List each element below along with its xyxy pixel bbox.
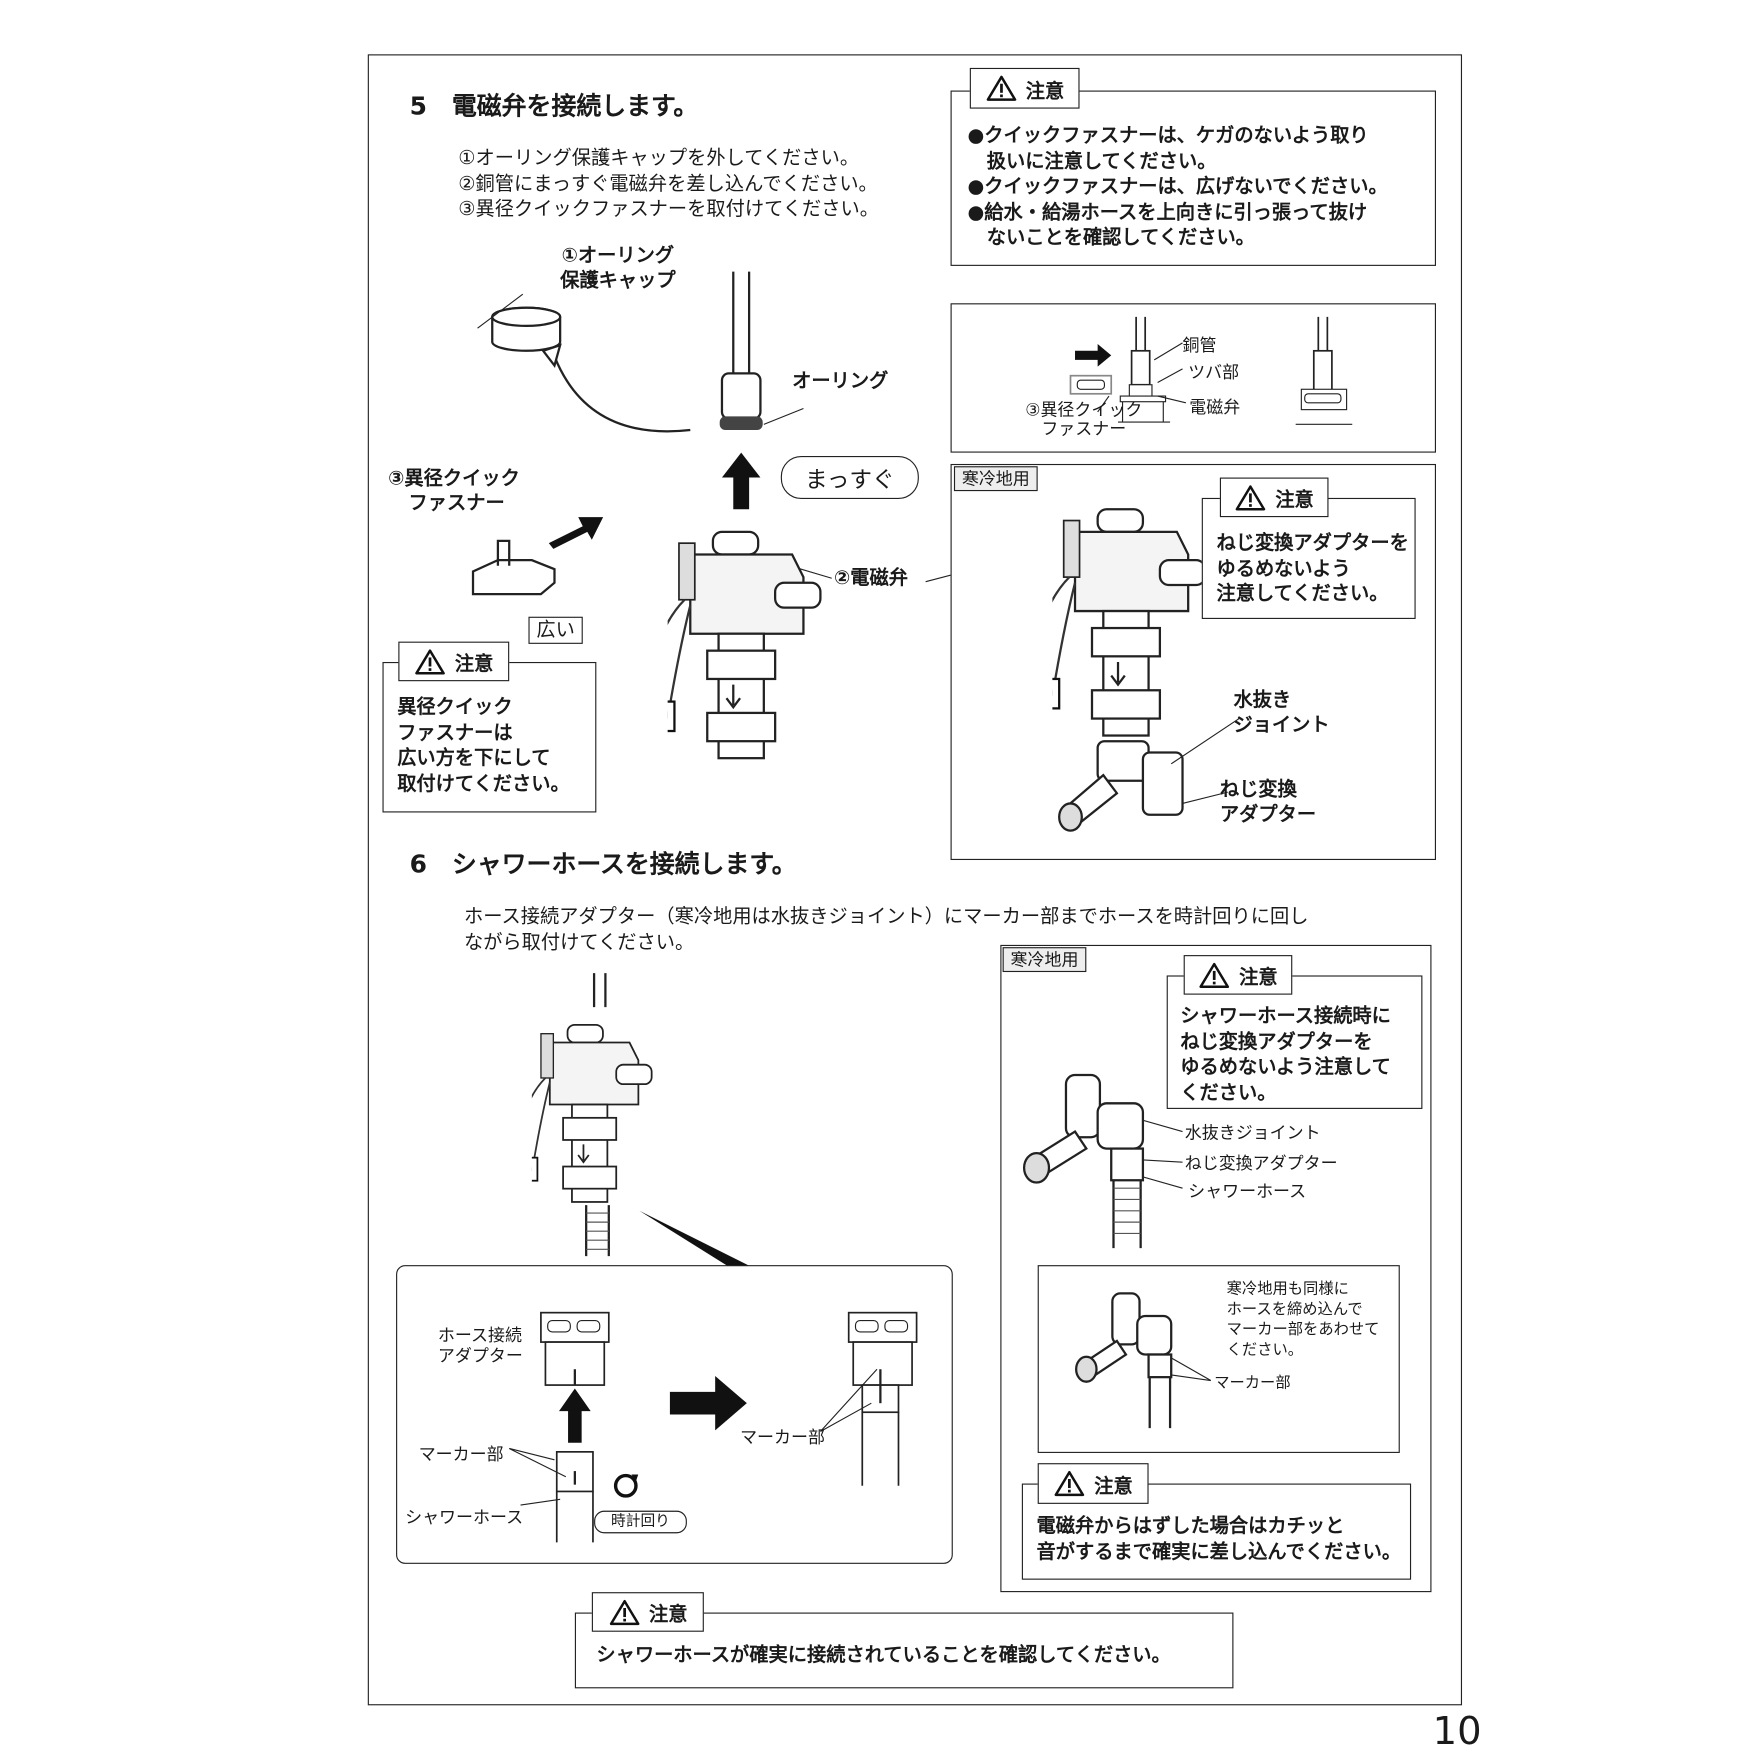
label-oring-cap: ①オーリング保護キャップ: [560, 244, 676, 292]
label-shower-hose: シャワーホース: [405, 1507, 524, 1528]
step5-heading: 5 電磁弁を接続します。: [409, 92, 699, 122]
instruction-2: ②銅管にまっすぐ電磁弁を差し込んでください。: [458, 172, 878, 196]
page-number: 10: [1432, 1708, 1482, 1754]
caution-tab: 注意: [1219, 477, 1329, 518]
cold-hose-illustration: [1022, 1073, 1183, 1249]
fastener-detail-illustration: [1069, 316, 1353, 425]
label-drain-joint-2: 水抜きジョイント: [1184, 1122, 1321, 1143]
caution-tab: 注意: [1183, 955, 1293, 995]
label-thread-adapter-2: ねじ変換アダプター: [1184, 1153, 1338, 1174]
cold-marker-illustration: [1075, 1292, 1212, 1429]
cold-note: 寒冷地用も同様にホースを締め込んでマーカー部をあわせてください。: [1226, 1279, 1380, 1360]
label-fastener-detail: ③異径クイックファスナー: [1025, 399, 1143, 440]
solenoid-valve-illustration: [471, 271, 832, 760]
label-hose-adapter: ホース接続アダプター: [437, 1325, 523, 1366]
quick-fastener: [471, 559, 556, 596]
caution-box-main: ●クイックファスナーは、ケガのないよう取り 扱いに注意してください。 ●クイック…: [950, 90, 1437, 266]
caution-tab: 注意: [969, 67, 1080, 109]
instruction-3: ③異径クイックファスナーを取付けてください。: [458, 198, 879, 221]
caution-tab: 注意: [1037, 1463, 1149, 1504]
warning-icon: [608, 1598, 640, 1625]
hose-valve-illustration: [531, 973, 753, 1268]
step6-heading: 6 シャワーホースを接続します。: [409, 850, 797, 880]
label-drain-joint: 水抜きジョイント: [1233, 689, 1330, 737]
step5-instructions: ①オーリング保護キャップを外してください。 ②銅管にまっすぐ電磁弁を差し込んでく…: [458, 146, 879, 222]
warning-icon: [1054, 1470, 1086, 1497]
label-shower-hose-2: シャワーホース: [1188, 1181, 1307, 1202]
fastener-detail-box: [950, 303, 1437, 453]
label-marker-after: マーカー部: [740, 1426, 825, 1448]
caution-box-adapter: ねじ変換アダプターをゆるめないよう注意してください。: [1201, 497, 1416, 619]
caution-box-fastener: 異径クイックファスナーは広い方を下にして取付けてください。: [382, 661, 597, 813]
warning-icon: [1235, 484, 1267, 511]
caution-line: ●クイックファスナーは、広げないでください。: [967, 175, 1388, 199]
arrow-up-icon: [559, 1388, 591, 1443]
label-fastener: ③異径クイックファスナー: [388, 467, 520, 515]
instruction-1: ①オーリング保護キャップを外してください。: [458, 147, 860, 170]
caution-box-hose: シャワーホース接続時にねじ変換アダプターをゆるめないよう注意してください。: [1166, 975, 1423, 1109]
label-copper-pipe: 銅管: [1182, 334, 1217, 356]
clockwise-icon: [613, 1473, 638, 1498]
label-straight-bubble: まっすぐ: [780, 456, 919, 500]
caution-line: ●クイックファスナーは、ケガのないよう取り: [967, 124, 1369, 148]
label-valve: 電磁弁: [1189, 397, 1241, 418]
label-marker: マーカー部: [418, 1443, 504, 1465]
caution-line: ●給水・給湯ホースを上向きに引っ張って抜け: [967, 200, 1368, 224]
label-oring: オーリング: [792, 370, 889, 393]
label-marker-cold: マーカー部: [1214, 1373, 1291, 1392]
cold-region-tag: 寒冷地用: [953, 466, 1038, 492]
label-clockwise: 時計回り: [594, 1510, 687, 1534]
warning-icon: [1198, 961, 1230, 988]
cold-region-tag: 寒冷地用: [1002, 947, 1087, 973]
caution-line: 扱いに注意してください。: [967, 149, 1217, 173]
warning-icon: [985, 75, 1017, 102]
cold-region-valve-illustration: [1052, 508, 1240, 832]
arrow-right-icon: [1075, 344, 1112, 367]
arrow-up-icon: [721, 452, 761, 510]
caution-line: ないことを確認してください。: [967, 226, 1255, 249]
label-flange: ツバ部: [1188, 362, 1240, 383]
label-wide: 広い: [528, 616, 583, 644]
caution-tab: 注意: [398, 641, 510, 682]
label-solenoid-valve: ②電磁弁: [833, 566, 909, 590]
hose-detail-illustration: [508, 1311, 918, 1543]
arrow-right-icon: [669, 1376, 747, 1431]
warning-icon: [414, 648, 446, 675]
label-thread-adapter: ねじ変換アダプター: [1219, 778, 1317, 827]
step6-paragraph: ホース接続アダプター（寒冷地用は水抜きジョイント）にマーカー部までホースを時計回…: [463, 905, 1309, 954]
caution-tab: 注意: [591, 1592, 704, 1632]
